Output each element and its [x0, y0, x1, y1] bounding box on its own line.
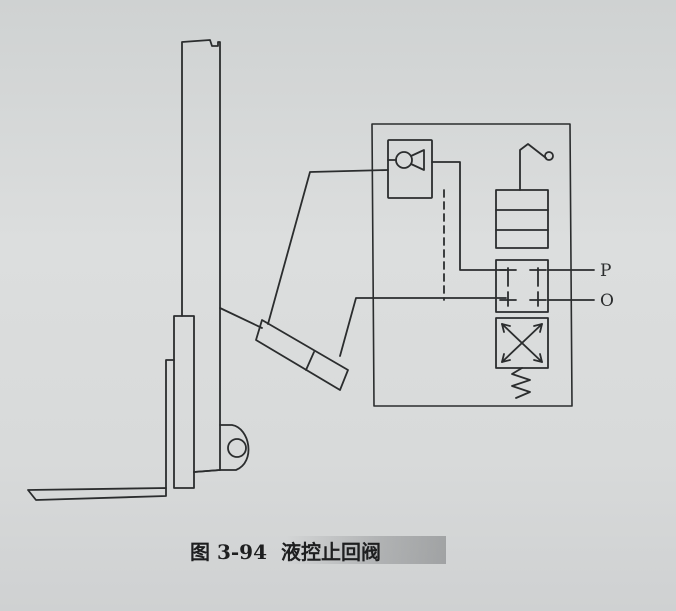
- caption-shadow: [286, 536, 446, 564]
- figure-caption: 图 3-94 液控止回阀: [190, 534, 446, 566]
- tilt-cylinder: [219, 307, 349, 391]
- manual-lever: [519, 143, 554, 191]
- return-spring: [511, 367, 531, 399]
- cylinder-lines: [267, 169, 507, 357]
- directional-valve: [495, 189, 549, 369]
- pivot-bracket: [219, 424, 250, 471]
- caption-number: 图 3-94: [190, 539, 268, 564]
- pilot-check-valve: [387, 139, 507, 301]
- port-lines: [547, 269, 595, 301]
- forklift-mast: [165, 39, 221, 489]
- port-label-o: O: [600, 291, 614, 311]
- valve-housing: [371, 123, 573, 407]
- port-label-p: P: [600, 261, 611, 281]
- caption-title: 液控止回阀: [281, 539, 382, 564]
- fork: [27, 487, 167, 501]
